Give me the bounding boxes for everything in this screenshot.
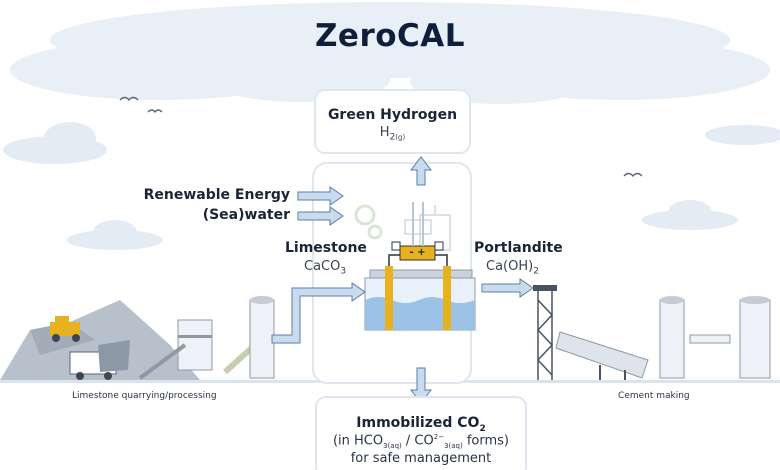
limestone-formula: CaCO3 (304, 259, 347, 277)
renewable-energy-label: Renewable Energy (143, 187, 290, 203)
hydrogen-label: Green Hydrogen (327, 107, 458, 123)
caption-limestone-quarrying: Limestone quarrying/processing (72, 391, 217, 401)
co2-management: for safe management (350, 451, 492, 466)
co2-label: Immobilized CO2 (356, 415, 486, 434)
co2-box (315, 396, 527, 470)
cell-terminal-label: - + (409, 247, 426, 258)
cloud-mid-left (67, 220, 163, 250)
arrow-renewable-energy (297, 186, 344, 206)
page-title: ZeroCAL (314, 18, 466, 54)
caption-cement-making: Cement making (618, 391, 690, 401)
seawater-label: (Sea)water (202, 207, 290, 223)
arrow-seawater (297, 206, 344, 226)
gear-icon (354, 204, 383, 240)
arrow-hydrogen-up (409, 156, 433, 186)
cloud-right (642, 200, 738, 230)
arrow-portlandite-out (481, 278, 534, 298)
quarry-illustration (0, 296, 275, 380)
cloud-top (10, 2, 770, 104)
hydrogen-formula: H2(g) (379, 125, 406, 143)
portlandite-formula: Ca(OH)2 (486, 259, 539, 277)
co2-forms: (in HCO3(aq) / CO2−3(aq) forms) (332, 433, 510, 450)
arrow-limestone-in (271, 282, 366, 344)
cloud-left (3, 122, 107, 164)
electrolyzer-cell (364, 202, 476, 331)
cloud-far-right (705, 125, 780, 145)
hydrogen-box (314, 89, 471, 154)
bird-icon (119, 96, 643, 178)
portlandite-label: Portlandite (474, 240, 563, 256)
cement-plant-illustration (533, 285, 771, 380)
limestone-label: Limestone (285, 240, 367, 256)
